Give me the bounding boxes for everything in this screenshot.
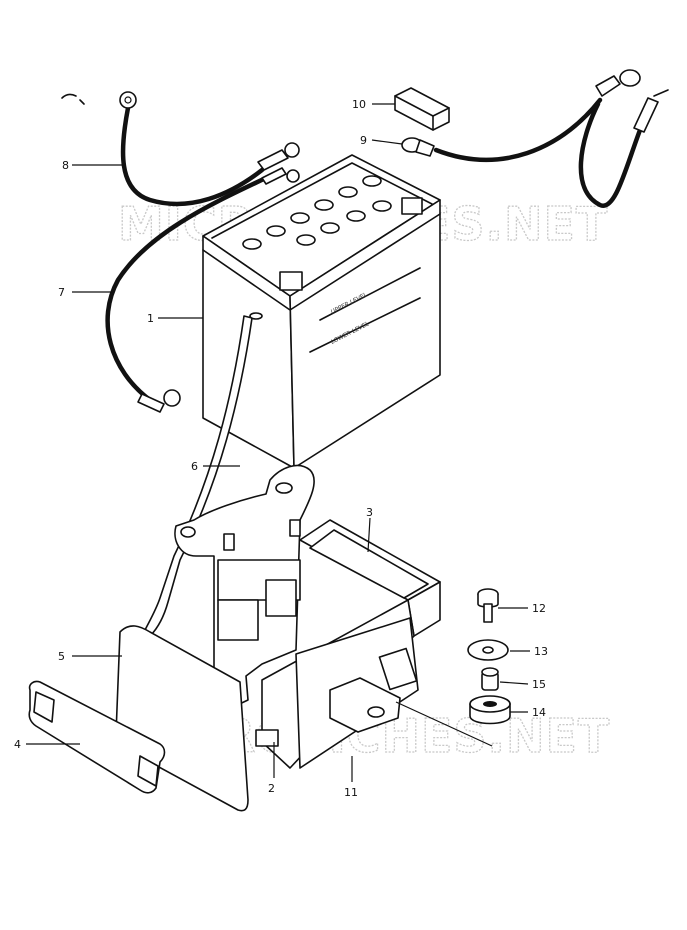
vent-caps — [242, 175, 392, 250]
callout-12: 12 — [532, 602, 546, 615]
callout-14: 14 — [532, 706, 546, 719]
callout-1: 1 — [147, 312, 154, 325]
washer-13 — [467, 639, 509, 661]
callout-11: 11 — [344, 786, 358, 799]
battery-cable-9 — [401, 69, 669, 208]
callout-3: 3 — [366, 506, 373, 519]
scribble-mark — [61, 93, 85, 105]
battery-strap-4 — [28, 680, 166, 794]
battery: UPPER LEVEL LOWER LEVEL — [202, 154, 441, 469]
leader-lines — [26, 103, 530, 782]
callout-6: 6 — [191, 460, 198, 473]
callout-13: 13 — [534, 645, 548, 658]
callout-10: 10 — [352, 98, 366, 111]
battery-cable-7 — [105, 167, 300, 413]
battery-cable-8 — [119, 91, 300, 207]
callout-7: 7 — [58, 286, 65, 299]
spacer-15 — [481, 667, 499, 691]
callout-2: 2 — [268, 782, 275, 795]
battery-tray — [255, 519, 441, 769]
callout-9: 9 — [360, 134, 367, 147]
callouts: 8 7 1 6 3 5 4 2 11 10 9 12 13 15 14 — [14, 98, 548, 799]
cushion-14 — [469, 695, 511, 725]
callout-4: 4 — [14, 738, 21, 751]
positive-terminal — [401, 197, 423, 215]
terminal-cover-10 — [394, 87, 450, 131]
callout-15: 15 — [532, 678, 546, 691]
callout-8: 8 — [62, 159, 69, 172]
bolt-12 — [477, 588, 499, 623]
battery-holder-bracket — [174, 464, 315, 717]
callout-5: 5 — [58, 650, 65, 663]
negative-terminal — [279, 271, 303, 291]
